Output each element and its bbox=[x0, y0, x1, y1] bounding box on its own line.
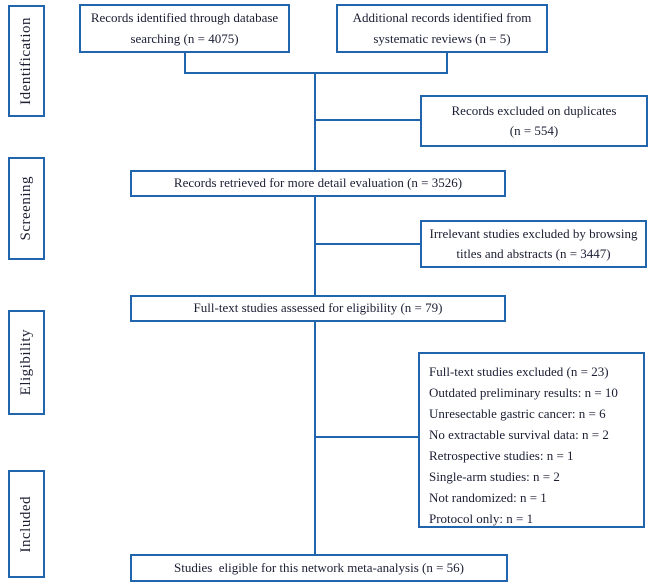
stage-identification: Identification bbox=[8, 5, 45, 117]
connector-fulltext-down bbox=[314, 322, 316, 554]
box-records-database-search-line2: searching (n = 4075) bbox=[130, 30, 239, 46]
stage-identification-label: Identification bbox=[17, 17, 34, 105]
connector-merge-horizontal bbox=[184, 72, 448, 74]
stage-eligibility-label: Eligibility bbox=[17, 329, 34, 396]
box-studies-eligible-text: Studies eligible for this network meta-a… bbox=[173, 559, 465, 575]
box-irrelevant-excluded: Irrelevant studies excluded by browsing … bbox=[420, 220, 647, 268]
exclusion-reason: Retrospective studies: n = 1 bbox=[429, 448, 574, 463]
box-excluded-duplicates-line1: Records excluded on duplicates bbox=[451, 102, 617, 118]
exclusion-reason: Single-arm studies: n = 2 bbox=[429, 469, 560, 484]
connector-merge-down bbox=[314, 72, 316, 170]
box-additional-records-line1: Additional records identified from bbox=[352, 10, 532, 26]
box-records-retrieved: Records retrieved for more detail evalua… bbox=[130, 170, 506, 197]
box-excluded-duplicates: Records excluded on duplicates (n = 554) bbox=[420, 95, 648, 147]
stage-included-label: Included bbox=[17, 495, 34, 553]
connector-reasons-branch bbox=[316, 436, 418, 438]
box-additional-records-line2: systematic reviews (n = 5) bbox=[373, 30, 511, 46]
connector-retrieved-down bbox=[314, 197, 316, 295]
box-studies-eligible: Studies eligible for this network meta-a… bbox=[130, 554, 508, 582]
connector-irrelevant-branch bbox=[316, 243, 420, 245]
exclusion-reason: Outdated preliminary results: n = 10 bbox=[429, 385, 618, 400]
stage-eligibility: Eligibility bbox=[8, 310, 45, 415]
exclusion-reason: Unresectable gastric cancer: n = 6 bbox=[429, 406, 606, 421]
stage-screening-label: Screening bbox=[17, 176, 34, 241]
box-records-retrieved-text: Records retrieved for more detail evalua… bbox=[173, 175, 463, 191]
connector-database-down bbox=[184, 53, 186, 74]
connector-systematic-down bbox=[446, 53, 448, 74]
box-irrelevant-excluded-line2: titles and abstracts (n = 3447) bbox=[456, 246, 611, 261]
box-additional-records: Additional records identified from syste… bbox=[336, 4, 548, 53]
stage-screening: Screening bbox=[8, 157, 45, 260]
box-excluded-duplicates-line2: (n = 554) bbox=[509, 123, 559, 138]
box-records-database-search: Records identified through database sear… bbox=[79, 4, 290, 53]
box-fulltext-assessed: Full-text studies assessed for eligibili… bbox=[130, 295, 506, 322]
exclusion-reason: Not randomized: n = 1 bbox=[429, 490, 547, 505]
exclusion-reason: Full-text studies excluded (n = 23) bbox=[429, 364, 609, 379]
exclusion-reason: Protocol only: n = 1 bbox=[429, 511, 534, 526]
box-irrelevant-excluded-line1: Irrelevant studies excluded by browsing bbox=[429, 225, 638, 241]
exclusion-reason: No extractable survival data: n = 2 bbox=[429, 427, 609, 442]
box-records-database-search-line1: Records identified through database bbox=[90, 10, 279, 26]
connector-duplicates-branch bbox=[316, 119, 420, 121]
box-fulltext-excluded-reasons: Full-text studies excluded (n = 23) Outd… bbox=[418, 352, 645, 528]
box-fulltext-assessed-text: Full-text studies assessed for eligibili… bbox=[193, 300, 443, 316]
stage-included: Included bbox=[8, 470, 45, 578]
